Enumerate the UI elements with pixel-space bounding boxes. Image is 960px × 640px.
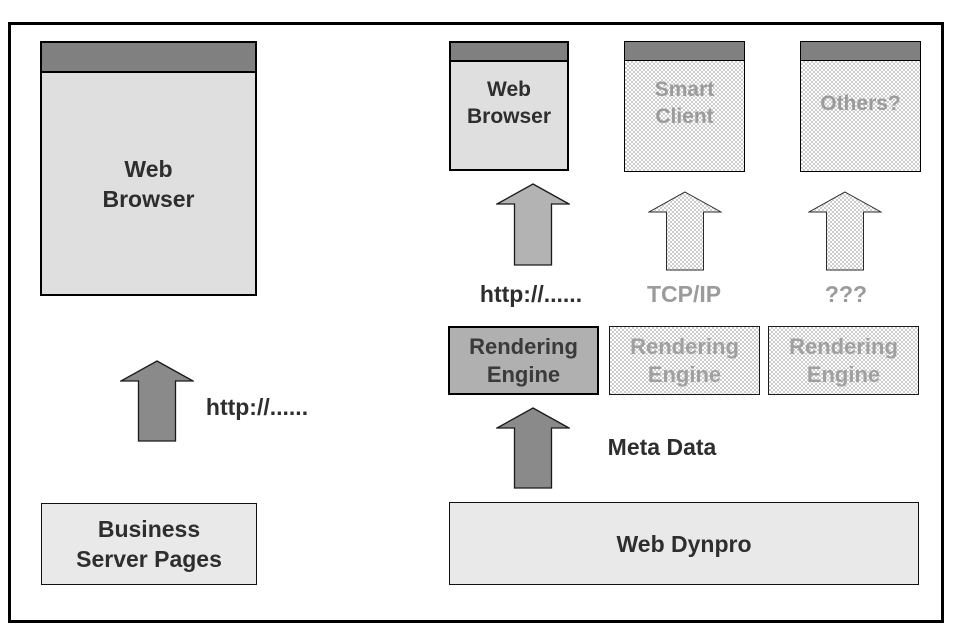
web-browser-label: Web Browser [466,77,552,128]
up-arrow-icon [120,360,194,442]
window-titlebar [625,42,744,61]
question-marks-label: ??? [824,281,868,307]
smart-client-label: Smart Client [625,61,744,171]
http-label-right: http://...... [479,281,583,307]
up-arrow-icon [496,183,570,266]
smart-client-window: Smart Client [624,41,745,172]
diagram-frame [8,22,944,623]
web-dynpro-box: Web Dynpro [449,502,919,585]
meta-data-label: Meta Data [607,434,717,460]
business-server-pages-box: Business Server Pages [41,503,257,585]
rendering-engine-box-faded: Rendering Engine [768,326,919,395]
others-window: Others? [800,41,921,172]
rendering-engine-box-active: Rendering Engine [448,326,599,395]
tcpip-label: TCP/IP [646,281,722,307]
rendering-engine-box-faded: Rendering Engine [609,326,760,395]
up-arrow-icon [648,191,722,271]
window-titlebar [451,43,567,62]
web-browser-window-large: Web Browser [40,41,257,296]
up-arrow-icon [496,407,570,489]
window-titlebar [801,42,920,61]
http-label-left: http://...... [205,394,309,420]
window-titlebar [42,43,255,73]
others-label: Others? [801,61,920,171]
web-browser-label: Web Browser [102,155,195,212]
web-browser-window-small: Web Browser [449,41,569,171]
up-arrow-icon [808,191,882,271]
